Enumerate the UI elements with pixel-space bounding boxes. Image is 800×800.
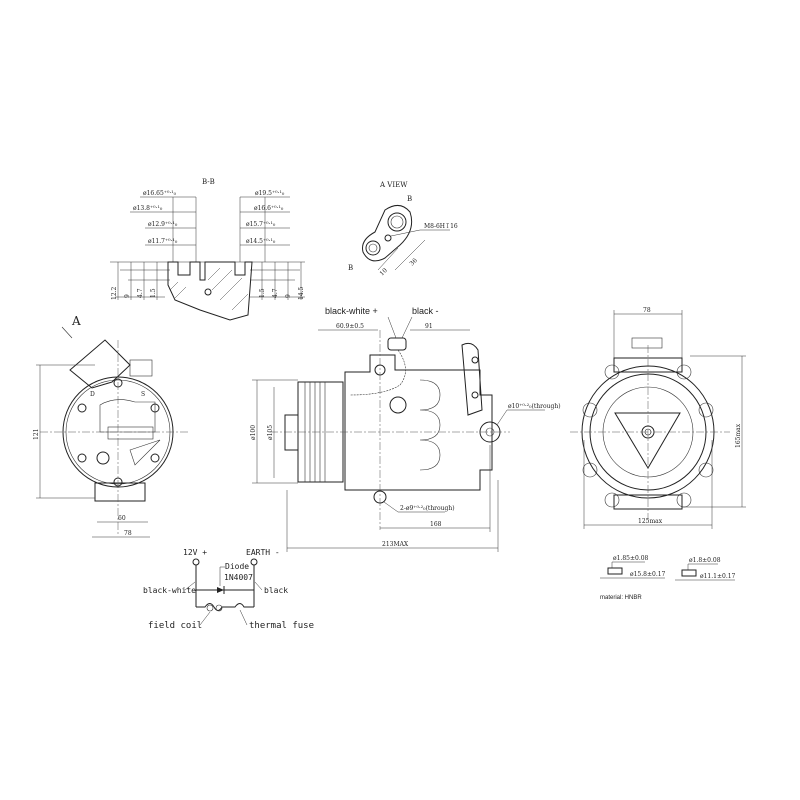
diode-type: 1N4007 — [224, 573, 253, 582]
wiring-plus: 12V + — [183, 548, 207, 557]
diode-symbol — [217, 587, 224, 593]
dim-91: 91 — [425, 323, 433, 330]
bb-depth-right-2: 4.7 — [272, 288, 279, 298]
mount-holes-label: 2-ø9⁺⁰·²₀(through) — [400, 505, 455, 512]
diode-label: Diode — [225, 562, 249, 571]
bb-depth-right-3: 9 — [285, 294, 292, 298]
section-bb: B-B ø16.65⁺⁰·¹₀ ø13.8⁺⁰·¹₀ ø12.9⁺⁰·¹₀ ø1… — [110, 178, 305, 321]
bb-dia-left-2: ø13.8⁺⁰·¹₀ — [133, 205, 163, 212]
bb-dia-right-1: ø19.5⁺⁰·¹₀ — [255, 190, 285, 197]
main-view: black-white + black - 60.9±0.5 91 ø10⁺⁰·… — [250, 306, 561, 552]
wire-left-label: black-white — [143, 586, 196, 595]
bb-depth-right-4: 14.5 — [298, 286, 305, 300]
side-width-outer: 78 — [124, 530, 132, 537]
oring2-inner-dia: ø11.1±0.17 — [700, 573, 736, 580]
bb-dia-right-2: ø16.6⁺⁰·¹₀ — [254, 205, 284, 212]
wiring-diagram: 12V + EARTH - Diode 1N4007 black-white b… — [143, 548, 314, 631]
bb-dia-left-1: ø16.65⁺⁰·¹₀ — [143, 190, 177, 197]
oring-material: material: HNBR — [600, 595, 642, 601]
dim-168: 168 — [430, 521, 442, 528]
thread-spec: M8-6H↧16 — [424, 223, 458, 230]
bb-dia-left-3: ø12.9⁺⁰·¹₀ — [148, 221, 178, 228]
port-s: S — [141, 391, 145, 398]
section-mark-bottom: B — [348, 264, 353, 272]
section-mark-top: B — [407, 195, 412, 203]
bb-depth-left-4: 1.5 — [150, 288, 157, 298]
oring2-cross-section: ø1.8±0.08 — [689, 557, 721, 564]
a-view-title: A VIEW — [379, 181, 408, 189]
port-d: D — [90, 391, 95, 398]
mount-hole-label: ø10⁺⁰·²₀(through) — [508, 403, 561, 410]
bb-depth-left-3: 4.7 — [137, 288, 144, 298]
wire-plus-label: black-white + — [325, 306, 378, 316]
a-view: A VIEW B B M8-6H↧16 10 36 — [348, 181, 458, 277]
bb-dia-left-4: ø11.7⁺⁰·¹₀ — [148, 238, 178, 245]
dia-105: ø105 — [267, 425, 274, 440]
side-width-inner: 60 — [118, 515, 126, 522]
rear-width: 125max — [638, 518, 663, 525]
wiring-earth: EARTH - — [246, 548, 280, 557]
thermal-fuse-label: thermal fuse — [249, 621, 314, 631]
rear-height: 165max — [735, 423, 742, 448]
a-view-dim-36: 36 — [408, 257, 418, 267]
section-title: B-B — [202, 178, 215, 186]
oring1-cross-section: ø1.85±0.08 — [613, 555, 649, 562]
wire-minus-label: black - — [412, 306, 439, 316]
field-coil-label: field coil — [148, 621, 202, 631]
rear-width-top: 78 — [643, 307, 651, 314]
dia-100: ø100 — [250, 425, 257, 440]
side-height-dim: 121 — [33, 429, 40, 440]
oring-specs: ø1.85±0.08 ø15.8±0.17 ø1.8±0.08 ø11.1±0.… — [600, 555, 736, 601]
connector-offset-dim: 60.9±0.5 — [336, 323, 364, 330]
rear-view: 78 165max 125max — [570, 307, 746, 529]
side-view: A D S 121 60 78 — [33, 314, 190, 538]
bb-depth-left-2: 9 — [124, 294, 131, 298]
dim-total: 213MAX — [382, 541, 409, 548]
bb-dia-right-3: ø15.7⁺⁰·¹₀ — [246, 221, 276, 228]
bb-depth-right-1: 1.5 — [259, 288, 266, 298]
a-view-dim-10: 10 — [378, 267, 388, 277]
oring1-inner-dia: ø15.8±0.17 — [630, 571, 666, 578]
bb-dia-right-4: ø14.5⁺⁰·¹₀ — [246, 238, 276, 245]
view-arrow-label: A — [71, 314, 81, 328]
wire-right-label: black — [264, 586, 288, 595]
bb-depth-left-1: 12.2 — [111, 286, 118, 300]
